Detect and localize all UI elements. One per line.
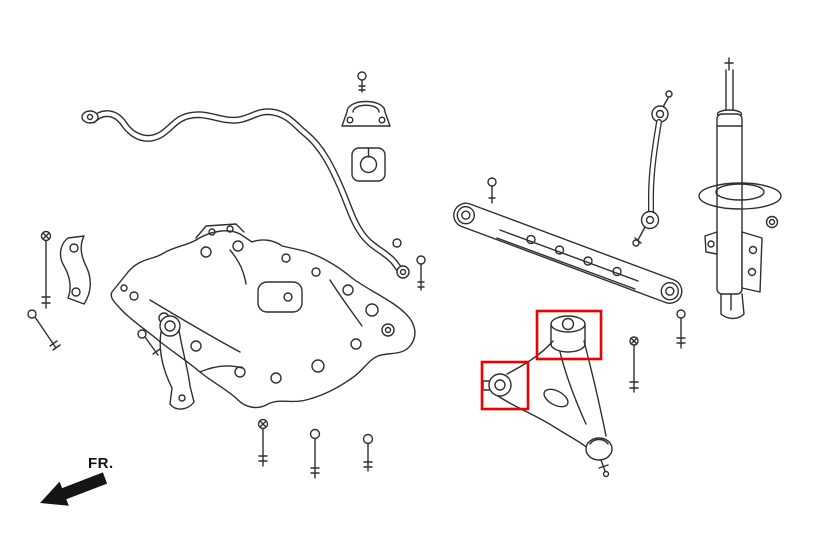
highlight-box-rear-bushing <box>535 309 603 361</box>
subframe-mount-bracket-left <box>59 235 91 305</box>
stabilizer-bar <box>81 108 410 279</box>
control-arm-bolt <box>629 336 639 393</box>
brace-bar <box>453 177 686 349</box>
stabilizer-end-link <box>632 90 673 247</box>
subframe-bolts-bottom <box>257 418 374 479</box>
lower-control-arm <box>482 315 613 478</box>
highlight-box-front-bushing <box>480 360 530 411</box>
strut-assembly <box>698 57 782 320</box>
front-subframe <box>110 223 416 409</box>
stabilizer-bushing-lower <box>351 147 386 182</box>
stabilizer-bar-end-hardware <box>392 238 426 291</box>
fr-label: FR. <box>88 455 114 472</box>
torque-rod-bracket <box>137 315 195 410</box>
fr-arrow-icon <box>40 472 108 506</box>
mount-bolts-left <box>27 230 61 351</box>
stabilizer-bushing-bracket-upper <box>341 71 391 127</box>
fr-direction-arrow: FR. <box>40 455 114 506</box>
